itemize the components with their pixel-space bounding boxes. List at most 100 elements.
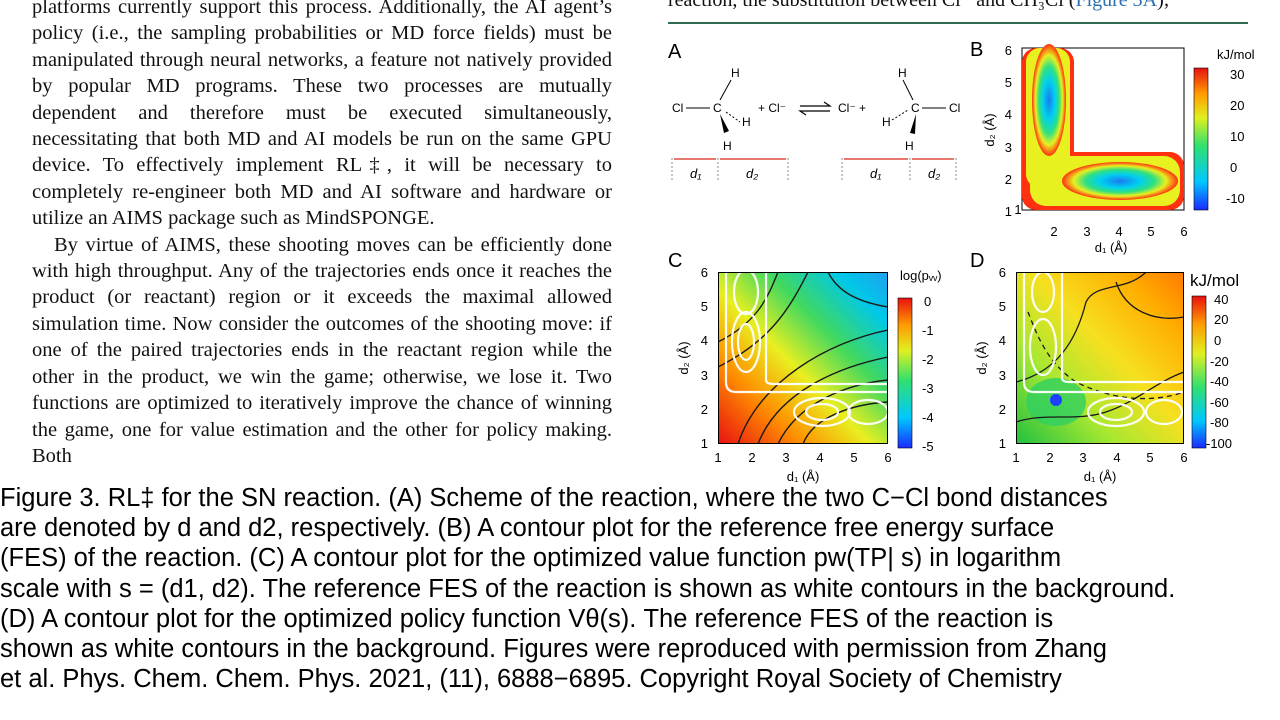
y-tick: 1 xyxy=(999,436,1006,451)
right-column-fragment: reaction, the substitution between Cl⁻ a… xyxy=(668,0,1169,12)
contour-line xyxy=(1016,272,1147,383)
y-tick: 3 xyxy=(999,368,1006,383)
y-tick: 6 xyxy=(1005,43,1012,58)
caption-line: (FES) of the reaction. (C) A contour plo… xyxy=(0,544,1062,573)
left-molecule-atom: H xyxy=(742,115,751,129)
fes-white-contours xyxy=(724,272,888,428)
x-tick: 6 xyxy=(1180,450,1187,465)
left-molecule-atom: H xyxy=(731,66,740,80)
colorbar-title: kJ/mol xyxy=(1190,271,1239,290)
left-molecule-atom: H xyxy=(723,139,732,153)
y-tick: 5 xyxy=(999,299,1006,314)
colorbar xyxy=(1193,67,1209,211)
colorbar-tick: 20 xyxy=(1214,312,1228,327)
left-molecule-atom: C xyxy=(713,101,722,115)
contour-line xyxy=(737,329,888,444)
panel-c-label: C xyxy=(668,250,682,272)
caption-line: Figure 3. RL‡ for the SN reaction. (A) S… xyxy=(0,484,1108,512)
hash-bond xyxy=(891,109,909,121)
x-tick: 2 xyxy=(1046,450,1053,465)
white-contour xyxy=(1098,402,1134,422)
forward-arrow xyxy=(800,101,832,107)
white-contour xyxy=(736,322,756,362)
white-contour xyxy=(732,272,760,316)
x-tick: 4 xyxy=(816,450,823,465)
colorbar-tick: 0 xyxy=(1230,160,1237,175)
right-molecule-atom: H xyxy=(905,139,914,153)
panel-c-axes: 1 2 3 4 5 6 d₁ (Å) 1 2 3 4 5 6 d₂ (Å) xyxy=(676,265,892,484)
white-contour xyxy=(764,272,888,386)
y-tick: 5 xyxy=(1005,75,1012,90)
x-axis-label: d₁ (Å) xyxy=(1084,469,1117,484)
colorbar-tick: 40 xyxy=(1214,292,1228,307)
d1-label: d₁ xyxy=(690,166,701,181)
contour-line xyxy=(1016,371,1184,423)
colorbar xyxy=(897,297,913,449)
white-contour xyxy=(1086,396,1146,428)
figure-3: A Cl C H H H + Cl⁻ Cl⁻ + H C H H Cl xyxy=(668,39,1255,484)
x-tick: 5 xyxy=(850,450,857,465)
y-tick: 5 xyxy=(701,299,708,314)
y-tick: 3 xyxy=(1005,140,1012,155)
right-column-tail: ); xyxy=(1157,0,1170,11)
x-axis-label: d₁ (Å) xyxy=(1095,240,1128,255)
d2-label: d₂ xyxy=(928,166,940,181)
body-paragraph-2: By virtue of AIMS, these shooting moves … xyxy=(32,233,612,467)
panel-b: B 1 2 3 4 5 6 d₁ (Å) 1 2 3 4 5 6 d₂ (Å) xyxy=(970,39,1255,255)
x-tick: 6 xyxy=(1180,224,1187,239)
colorbar-tick: 10 xyxy=(1230,129,1244,144)
contour-line xyxy=(802,401,888,444)
white-contour xyxy=(730,310,762,374)
x-tick: 3 xyxy=(1079,450,1086,465)
bond xyxy=(719,79,732,101)
panel-b-plot xyxy=(1021,44,1185,211)
x-tick: 2 xyxy=(1050,224,1057,239)
figure-3a-link[interactable]: Figure 3A xyxy=(1075,0,1158,11)
right-molecule-atom: H xyxy=(882,115,891,129)
chloride-plus: Cl⁻ + xyxy=(838,101,866,115)
d2-label: d₂ xyxy=(746,166,758,181)
contour-line xyxy=(718,272,779,343)
white-contour xyxy=(1144,398,1184,426)
hash-bond xyxy=(725,111,741,123)
wedge-bond xyxy=(720,114,729,133)
colorbar-tick: 20 xyxy=(1230,98,1244,113)
fes-white-contours xyxy=(1022,272,1184,428)
panel-c: C xyxy=(668,250,942,484)
d1-label: d₁ xyxy=(870,166,881,181)
wedge-bond xyxy=(910,114,916,134)
y-tick: 6 xyxy=(701,265,708,280)
distance-markers: d₁ d₂ d₁ d₂ xyxy=(671,158,957,182)
contour-line xyxy=(827,272,888,308)
colorbar-tick: -20 xyxy=(1210,354,1229,369)
caption-line: are denoted by d and d2, respectively. (… xyxy=(0,514,1055,543)
fes-well-reactant xyxy=(1032,44,1066,156)
x-tick: 3 xyxy=(782,450,789,465)
y-tick: 6 xyxy=(999,265,1006,280)
colorbar-tick: 30 xyxy=(1230,67,1244,82)
x-tick: 5 xyxy=(1147,224,1154,239)
left-molecule: Cl C H H H + Cl⁻ Cl⁻ + xyxy=(672,66,866,153)
y-tick: 2 xyxy=(1005,172,1012,187)
panel-a-label: A xyxy=(668,41,682,63)
right-molecule-atom: C xyxy=(911,101,920,115)
colorbar-title: kJ/mol xyxy=(1217,47,1255,62)
colorbar-tick: -10 xyxy=(1226,191,1245,206)
panel-c-plot xyxy=(718,272,888,444)
value-function-heatmap xyxy=(718,272,888,444)
right-molecule-atom: H xyxy=(898,66,907,80)
panel-c-colorbar: log(pᵥᵥ) 0 -1 -2 -3 -4 -5 xyxy=(897,268,942,454)
minimum-region xyxy=(1050,394,1062,406)
colorbar-tick: -5 xyxy=(922,439,934,454)
panel-b-label: B xyxy=(970,39,983,61)
y-tick: 1 xyxy=(1005,204,1012,219)
right-molecule-atom: Cl xyxy=(949,101,960,115)
contour-line xyxy=(1115,281,1184,319)
colorbar-title: log(pᵥᵥ) xyxy=(900,268,942,283)
panel-d: D 1 2 3 xyxy=(970,250,1239,484)
fes-well-product xyxy=(1062,162,1178,200)
x-tick: 6 xyxy=(884,450,891,465)
right-column-text: reaction, the substitution between Cl⁻ a… xyxy=(668,0,1076,11)
y-tick: 1 xyxy=(701,436,708,451)
x-axis-label: d₁ (Å) xyxy=(787,469,820,484)
